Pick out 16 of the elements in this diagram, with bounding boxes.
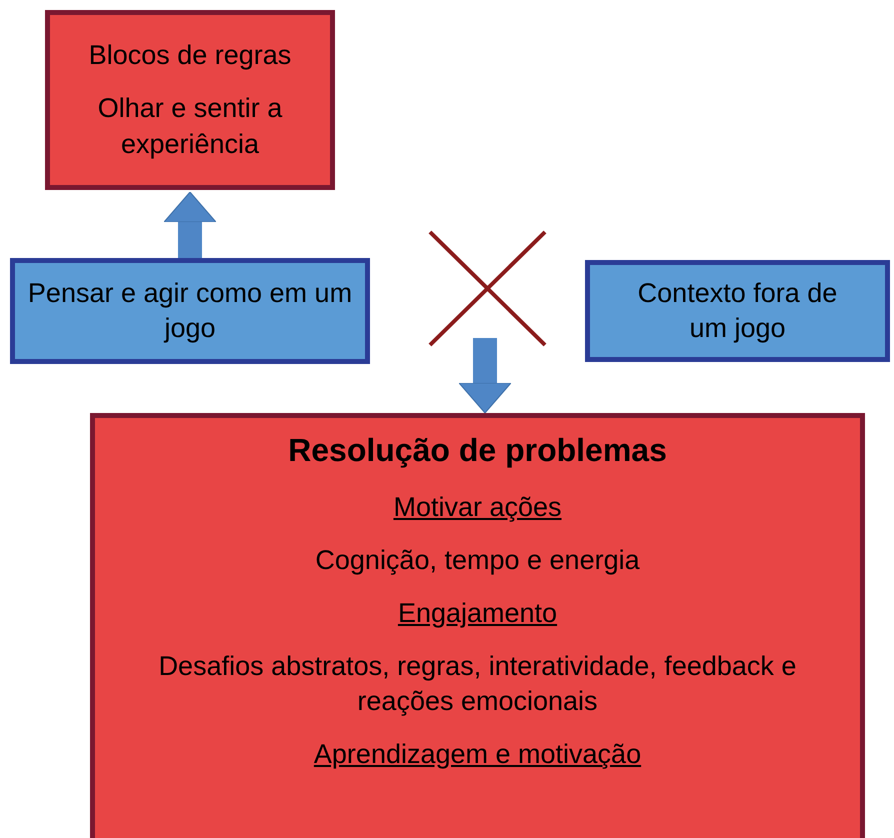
process-box xyxy=(585,260,890,362)
box-text: Blocos de regras xyxy=(88,39,292,72)
process-box xyxy=(10,258,370,364)
box-text: Olhar e sentir a experiência xyxy=(96,92,284,161)
block-arrow xyxy=(164,192,216,258)
process-box xyxy=(45,10,335,190)
box-text: Pensar e agir como em um jogo xyxy=(26,276,354,345)
process-box xyxy=(90,413,865,838)
box-text: Cognição, tempo e energia xyxy=(315,544,640,577)
box-text: Desafios abstratos, regras, interatividade, feedback e reações emocionais xyxy=(158,650,798,718)
box-heading: Resolução de problemas xyxy=(288,431,667,470)
block-arrow xyxy=(458,338,512,414)
section-heading: Engajamento xyxy=(398,596,558,630)
section-heading: Motivar ações xyxy=(393,490,562,524)
section-heading: Aprendizagem e motivação xyxy=(314,738,642,772)
box-text: Contexto fora de um jogo xyxy=(636,276,838,345)
